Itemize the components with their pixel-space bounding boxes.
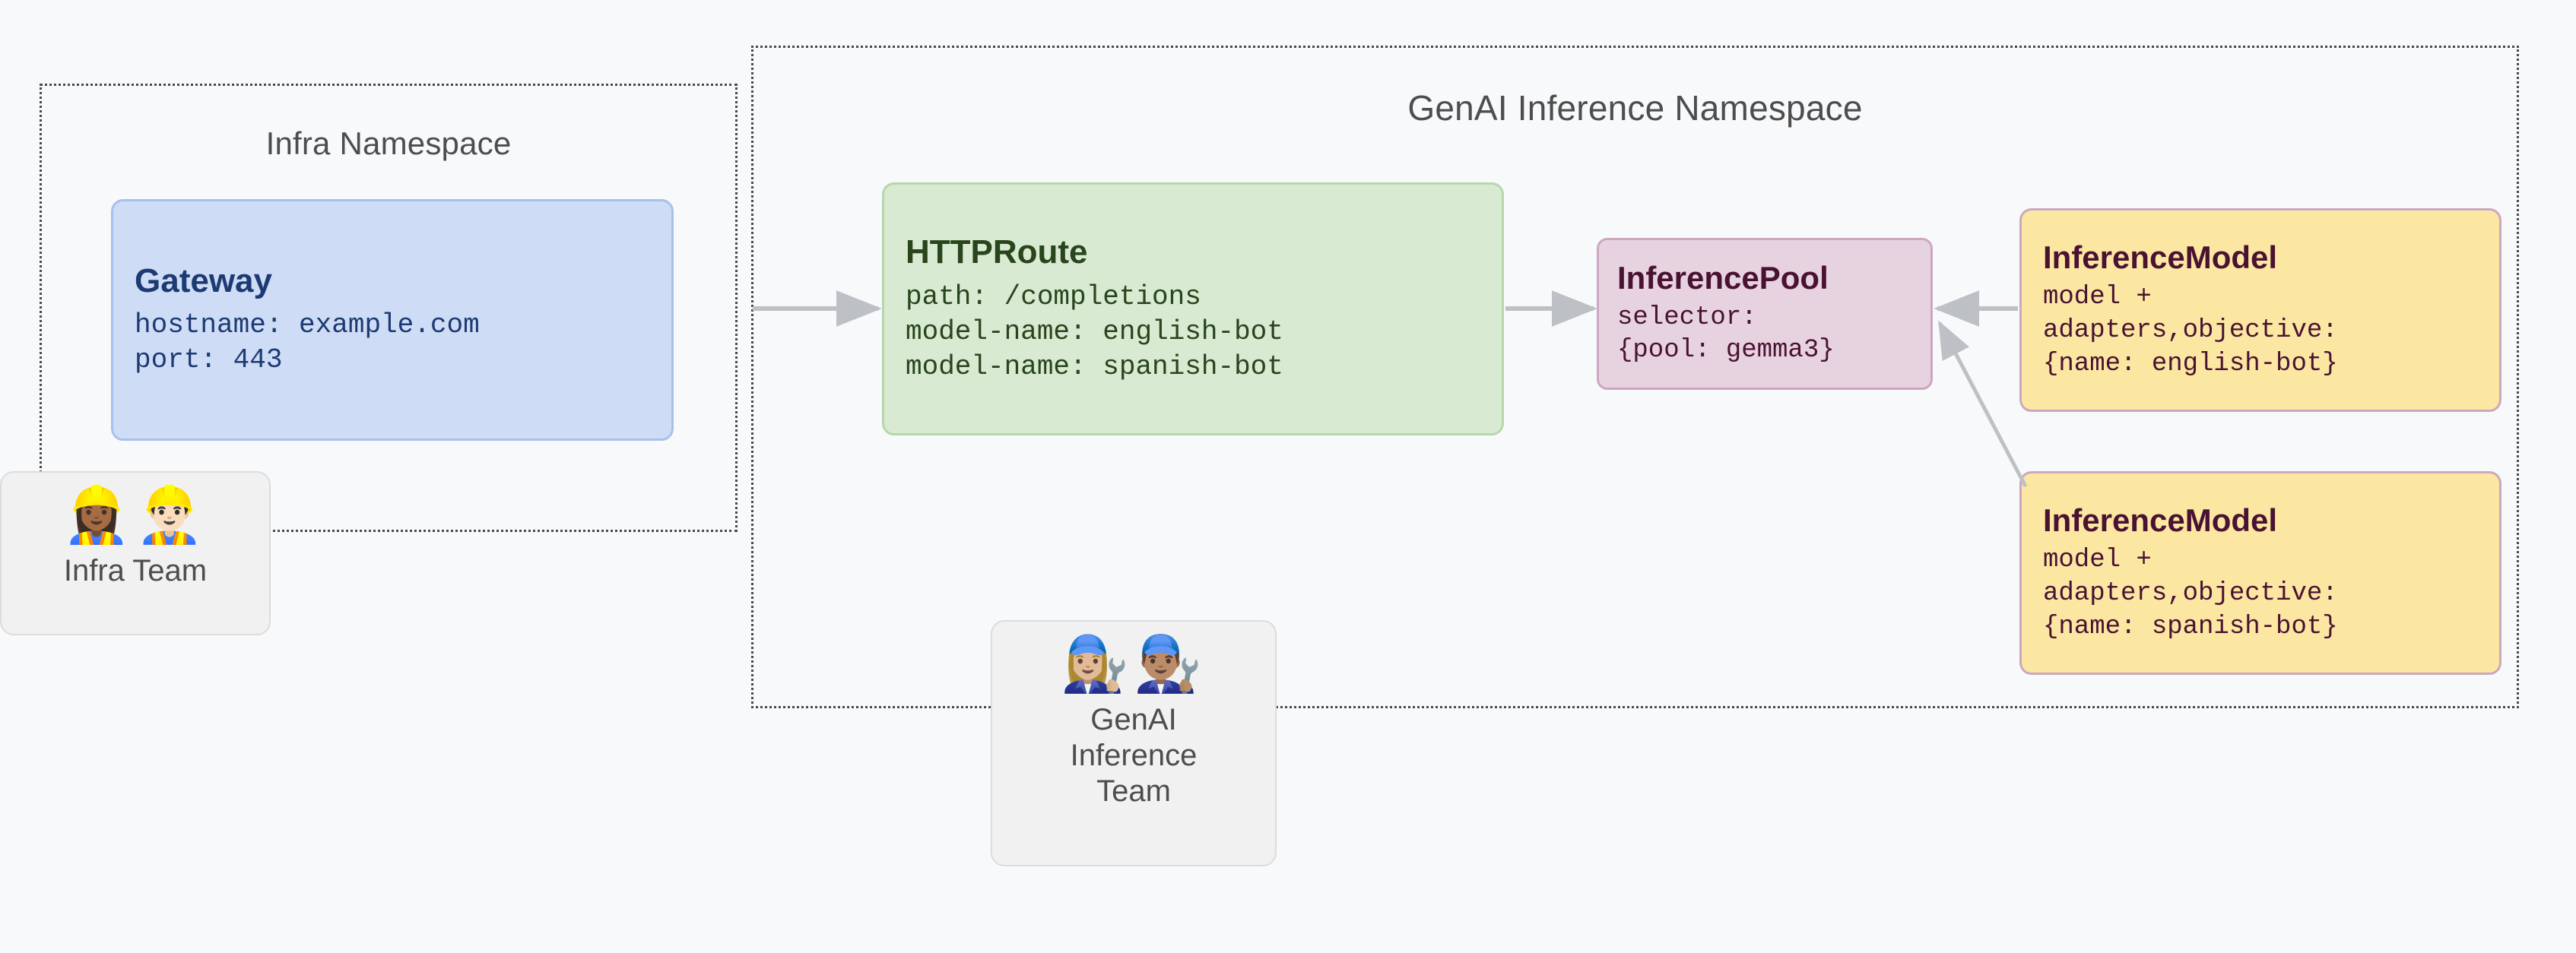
node-inferencemodel-english-title: InferenceModel — [2043, 239, 2278, 275]
node-gateway-port: port: 443 — [135, 344, 283, 376]
node-inferencemodel-english-line-3: {name: english-bot} — [2043, 350, 2338, 379]
node-inferencemodel-english-line-1: model + — [2043, 282, 2152, 312]
namespace-infra: Infra Namespace — [40, 84, 738, 532]
node-inferencepool-selector-key: selector: — [1617, 302, 1757, 332]
node-inferencemodel-english-line-2: adapters,objective: — [2043, 316, 2338, 346]
node-inferencemodel-english[interactable]: InferenceModel model + adapters,objectiv… — [2019, 208, 2501, 412]
team-card-genai-label-line-1: GenAI — [1090, 703, 1177, 736]
node-gateway-title: Gateway — [135, 261, 272, 299]
node-inferencemodel-spanish-line-1: model + — [2043, 545, 2152, 575]
team-card-genai-label-line-3: Team — [1096, 774, 1171, 809]
node-gateway[interactable]: Gateway hostname: example.com port: 443 — [111, 199, 674, 441]
team-card-infra[interactable]: 👷🏾‍♀️👷🏻‍♂️ Infra Team — [0, 471, 271, 635]
node-inferencepool-selector-value: {pool: gemma3} — [1617, 336, 1835, 366]
node-inferencepool-title: InferencePool — [1617, 260, 1829, 296]
node-inferencemodel-spanish[interactable]: InferenceModel model + adapters,objectiv… — [2019, 471, 2501, 675]
namespace-genai-inference-title: GenAI Inference Namespace — [1407, 88, 1863, 128]
node-inferencemodel-spanish-line-2: adapters,objective: — [2043, 579, 2338, 609]
node-httproute-title: HTTPRoute — [906, 233, 1088, 271]
namespace-genai-inference: GenAI Inference Namespace — [751, 46, 2519, 708]
construction-worker-icons: 👷🏾‍♀️👷🏻‍♂️ — [62, 485, 208, 546]
team-card-genai-label-line-2: Inference — [1070, 739, 1198, 773]
node-gateway-hostname: hostname: example.com — [135, 309, 480, 341]
node-inferencemodel-spanish-title: InferenceModel — [2043, 502, 2278, 538]
team-card-genai-inference-label: GenAI Inference Team — [1071, 702, 1198, 810]
node-httproute-model-name-english: model-name: english-bot — [906, 315, 1283, 347]
mechanic-icons: 👩🏼‍🔧👨🏽‍🔧 — [1061, 634, 1207, 695]
node-inferencepool[interactable]: InferencePool selector: {pool: gemma3} — [1597, 238, 1933, 390]
node-httproute[interactable]: HTTPRoute path: /completions model-name:… — [882, 182, 1504, 435]
node-httproute-path: path: /completions — [906, 280, 1201, 312]
namespace-infra-title: Infra Namespace — [265, 125, 512, 161]
node-inferencemodel-spanish-line-3: {name: spanish-bot} — [2043, 613, 2338, 642]
node-httproute-model-name-spanish: model-name: spanish-bot — [906, 350, 1283, 382]
team-card-infra-label: Infra Team — [63, 554, 208, 587]
team-card-genai-inference[interactable]: 👩🏼‍🔧👨🏽‍🔧 GenAI Inference Team — [991, 620, 1277, 866]
